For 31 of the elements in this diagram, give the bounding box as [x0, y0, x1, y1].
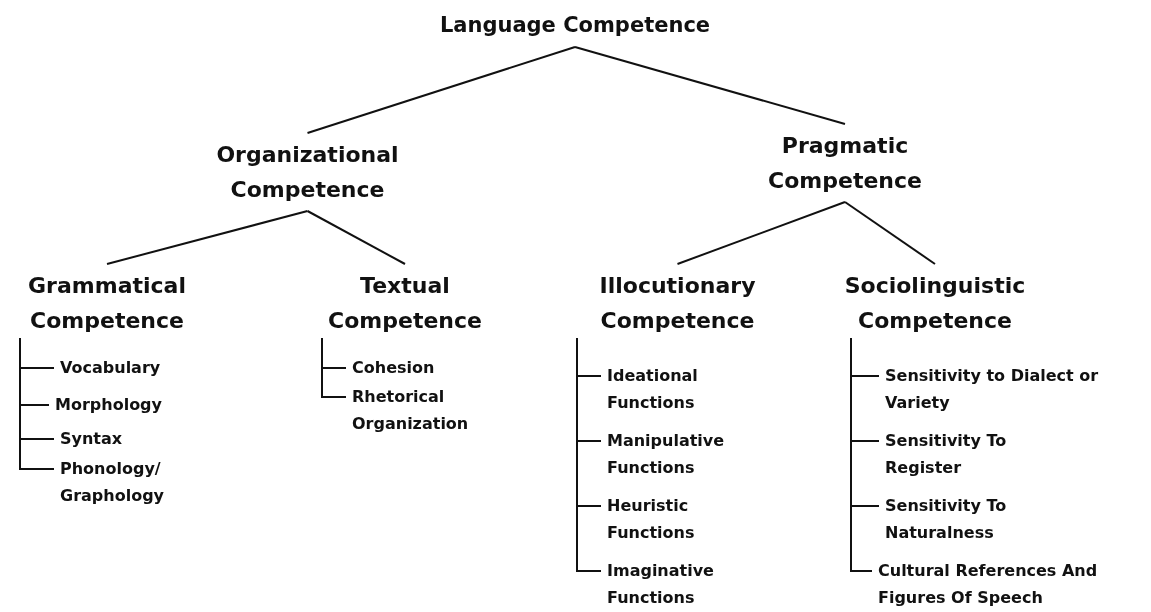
- connector-line: [19, 337, 55, 470]
- leaf-label: Heuristic Functions: [607, 492, 757, 546]
- category-label: Language Competence: [385, 8, 765, 43]
- leaf-label: Vocabulary: [60, 354, 220, 381]
- leaf-label: Rhetorical Organization: [352, 383, 527, 437]
- connector-line: [576, 337, 602, 572]
- leaf-label: Sensitivity To Register: [885, 427, 1035, 481]
- category-label: Organizational Competence: [180, 137, 435, 207]
- connector-line: [574, 46, 846, 125]
- category-label: Textual Competence: [300, 268, 510, 338]
- leaf-label: Morphology: [55, 391, 215, 418]
- category-label: Sociolinguistic Competence: [825, 268, 1045, 338]
- connector-line: [306, 46, 576, 134]
- connector-line: [321, 337, 347, 398]
- leaf-label: Phonology/ Graphology: [60, 455, 210, 509]
- leaf-label: Manipulative Functions: [607, 427, 757, 481]
- leaf-label: Sensitivity to Dialect or Variety: [885, 362, 1115, 416]
- leaf-label: Imaginative Functions: [607, 557, 757, 611]
- connector-line: [306, 210, 406, 265]
- leaf-label: Cultural References And Figures Of Speech: [878, 557, 1148, 611]
- leaf-label: Syntax: [60, 425, 220, 452]
- leaf-label: Sensitivity To Naturalness: [885, 492, 1025, 546]
- connector-line: [676, 201, 846, 265]
- leaf-label: Ideational Functions: [607, 362, 757, 416]
- leaf-label: Cohesion: [352, 354, 512, 381]
- category-label: Illocutionary Competence: [570, 268, 785, 338]
- category-label: Grammatical Competence: [2, 268, 212, 338]
- connector-line: [106, 210, 309, 265]
- category-label: Pragmatic Competence: [735, 128, 955, 198]
- connector-line: [844, 201, 936, 265]
- connector-line: [850, 337, 873, 572]
